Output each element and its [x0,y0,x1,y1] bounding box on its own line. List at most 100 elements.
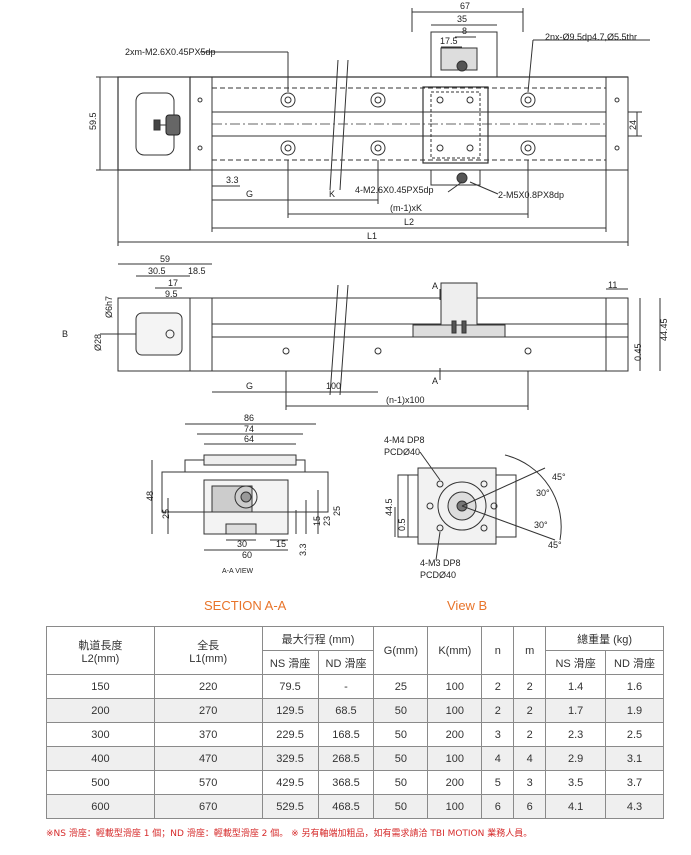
dim-30-5: 30.5 [148,266,166,276]
table-cell: 468.5 [317,794,375,819]
dim-0-5: 0.5 [397,518,407,531]
table-cell: 2 [513,722,547,747]
dim-23: 23 [322,516,332,526]
table-cell: 4 [513,746,547,771]
header-max-stroke: 最大行程 (mm) [261,626,375,651]
dim-3-3-section: 3.3 [298,543,308,556]
header-rail-length-unit: L2(mm) [81,652,120,665]
table-cell: 268.5 [317,746,375,771]
dim-59-5: 59.5 [88,112,98,130]
side-view [100,263,661,410]
table-cell: 1.4 [545,674,607,699]
table-cell: 100 [427,746,483,771]
section-aa-view [151,423,329,551]
header-total-length: 全長 L1(mm) [153,626,263,675]
dim-17: 17 [168,278,178,288]
technical-drawing: 67 35 8 17.5 59.5 24 3.3 G K (m-1)xK L2 … [62,1,669,580]
table-cell: 229.5 [261,722,319,747]
section-mark-a-top: A [432,281,438,291]
table-cell: 200 [427,722,483,747]
table-cell: 1.6 [605,674,664,699]
table-cell: 429.5 [261,770,319,795]
table-cell: 529.5 [261,794,319,819]
callout-pcd-top: PCDØ40 [384,447,420,457]
dim-L2: L2 [404,217,414,227]
table-cell: 2.9 [545,746,607,771]
dim-m-1-K: (m-1)xK [390,203,422,213]
table-cell: 370 [153,722,263,747]
header-stroke-ns: NS 滑座 [261,650,319,675]
top-view [96,8,650,246]
header-rail-length: 軌道長度 L2(mm) [46,626,155,675]
table-cell: 68.5 [317,698,375,723]
table-cell: 100 [427,794,483,819]
footnote: ※NS 滑座：輕載型滑座 1 個；ND 滑座：輕載型滑座 2 個。 ※ 另有軸端… [46,829,533,839]
angle-45-top: 45° [552,472,566,482]
table-cell: 220 [153,674,263,699]
table-cell: 200 [427,770,483,795]
callout-2-m5: 2-M5X0.8PX8dp [498,190,564,200]
table-cell: 5 [481,770,515,795]
dim-G-top: G [246,189,253,199]
dim-G-side: G [246,381,253,391]
dim-25-right: 25 [332,506,342,516]
table-cell: 168.5 [317,722,375,747]
dim-0-45: 0.45 [633,343,643,361]
header-m: m [513,626,547,675]
header-k: K(mm) [427,626,483,675]
dim-3-3: 3.3 [226,175,239,185]
table-cell: 50 [373,794,429,819]
dim-17-5: 17.5 [440,36,458,46]
dim-44-45: 44.45 [659,318,669,341]
table-cell: 300 [46,722,155,747]
dim-44-5: 44.5 [384,498,394,516]
table-cell: 3.7 [605,770,664,795]
table-cell: 400 [46,746,155,771]
table-cell: 50 [373,722,429,747]
table-cell: 3.5 [545,770,607,795]
table-cell: 670 [153,794,263,819]
callout-2xm: 2xm-M2.6X0.45PX5dp [125,47,216,57]
dim-11: 11 [608,280,617,290]
table-cell: 470 [153,746,263,771]
table-cell: 3 [513,770,547,795]
table-cell: 2 [481,674,515,699]
header-rail-length-zh: 軌道長度 [78,639,123,652]
table-cell: 2 [513,674,547,699]
table-cell: 570 [153,770,263,795]
table-cell: 25 [373,674,429,699]
table-cell: 79.5 [261,674,319,699]
header-weight-nd: ND 滑座 [605,650,664,675]
callout-4-m3: 4-M3 DP8 [420,558,461,568]
table-cell: 329.5 [261,746,319,771]
dim-86: 86 [244,413,254,423]
dim-30: 30 [237,539,247,549]
dim-phi28: Ø28 [93,334,103,351]
table-cell: 4.1 [545,794,607,819]
dim-K: K [329,189,335,199]
view-mark-b: B [62,329,68,339]
table-cell: 100 [427,698,483,723]
dim-48: 48 [145,491,155,501]
dim-18-5: 18.5 [188,266,206,276]
header-weight-ns: NS 滑座 [545,650,607,675]
table-cell: 150 [46,674,155,699]
dim-35: 35 [457,14,467,24]
section-aa-label: SECTION A-A [204,598,287,613]
table-cell: 2.5 [605,722,664,747]
dim-n-1-100: (n-1)x100 [386,395,425,405]
table-cell: 4 [481,746,515,771]
table-cell: 270 [153,698,263,723]
table-cell: 50 [373,746,429,771]
table-cell: 600 [46,794,155,819]
table-cell: 368.5 [317,770,375,795]
callout-4-m4: 4-M4 DP8 [384,435,425,445]
table-cell: 1.9 [605,698,664,723]
callout-4-m2-6: 4-M2.6X0.45PX5dp [355,185,434,195]
